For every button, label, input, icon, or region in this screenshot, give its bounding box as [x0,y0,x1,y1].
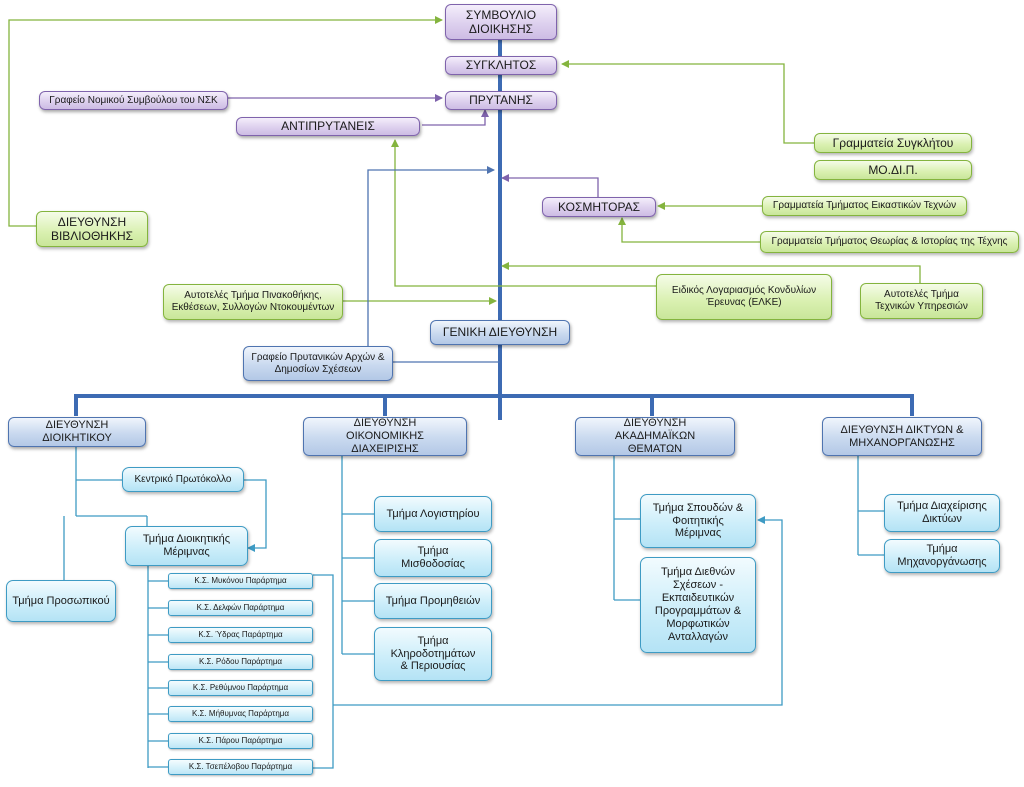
branch-item[interactable]: Κ.Σ. Ύδρας Παράρτημα [168,627,313,643]
branch-item[interactable]: Κ.Σ. Μυκόνου Παράρτημα [168,573,313,589]
library-directorate-node[interactable]: ΔΙΕΥΘΥΝΣΗ ΒΙΒΛΙΟΘΗΚΗΣ [36,211,148,247]
technical-services-node[interactable]: Αυτοτελές Τμήμα Τεχνικών Υπηρεσιών [860,283,983,319]
branch-item[interactable]: Κ.Σ. Ρεθύμνου Παράρτημα [168,680,313,696]
legal-office-node[interactable]: Γραφείο Νομικού Συμβούλου του ΝΣΚ [39,91,228,110]
central-protocol-node[interactable]: Κεντρικό Πρωτόκολλο [122,467,244,492]
administrative-directorate-node[interactable]: ΔΙΕΥΘΥΝΣΗ ΔΙΟΙΚΗΤΙΚΟΥ [8,417,146,447]
elke-node[interactable]: Ειδικός Λογαριασμός Κονδυλίων Έρευνας (Ε… [656,274,832,320]
cyan-connectors [63,447,884,769]
mechanization-node[interactable]: Τμήμα Μηχανοργάνωσης [884,539,1000,573]
board-node[interactable]: ΣΥΜΒΟΥΛΙΟ ΔΙΟΙΚΗΣΗΣ [445,4,557,40]
branch-item[interactable]: Κ.Σ. Δελφών Παράρτημα [168,600,313,616]
international-relations-node[interactable]: Τμήμα Διεθνών Σχέσεων - Εκπαιδευτικών Πρ… [640,557,756,653]
purple-connectors [228,94,599,197]
procurement-node[interactable]: Τμήμα Προμηθειών [374,583,492,619]
art-theory-secretariat-node[interactable]: Γραμματεία Τμήματος Θεωρίας & Ιστορίας τ… [760,231,1019,253]
administrative-care-node[interactable]: Τμήμα Διοικητικής Μέριμνας [125,526,248,566]
bequests-node[interactable]: Τμήμα Κληροδοτημάτων & Περιουσίας [374,627,492,681]
branch-item[interactable]: Κ.Σ. Τσεπέλοβου Παράρτημα [168,759,313,775]
general-directorate-node[interactable]: ΓΕΝΙΚΗ ΔΙΕΥΘΥΝΣΗ [430,320,570,345]
studies-care-node[interactable]: Τμήμα Σπουδών & Φοιτητικής Μέριμνας [640,494,756,548]
vice-rectors-node[interactable]: ΑΝΤΙΠΡΥΤΑΝΕΙΣ [236,117,420,136]
networks-directorate-node[interactable]: ΔΙΕΥΘΥΝΣΗ ΔΙΚΤΥΩΝ & ΜΗΧΑΝΟΡΓΑΝΩΣΗΣ [822,417,982,456]
blue-connectors [367,166,500,363]
personnel-node[interactable]: Τμήμα Προσωπικού [6,580,116,622]
senate-secretariat-node[interactable]: Γραμματεία Συγκλήτου [814,133,972,153]
branch-item[interactable]: Κ.Σ. Μήθυμνας Παράρτημα [168,706,313,722]
payroll-node[interactable]: Τμήμα Μισθοδοσίας [374,539,492,577]
rector-node[interactable]: ΠΡΥΤΑΝΗΣ [445,91,557,110]
gallery-unit-node[interactable]: Αυτοτελές Τμήμα Πινακοθήκης, Εκθέσεων, Σ… [163,284,343,320]
pr-office-node[interactable]: Γραφείο Πρυτανικών Αρχών & Δημοσίων Σχέσ… [243,346,393,381]
dean-node[interactable]: ΚΟΣΜΗΤΟΡΑΣ [542,197,656,217]
academic-directorate-node[interactable]: ΔΙΕΥΘΥΝΣΗ ΑΚΑΔΗΜΑΪΚΩΝ ΘΕΜΑΤΩΝ [575,417,735,456]
branch-item[interactable]: Κ.Σ. Ρόδου Παράρτημα [168,654,313,670]
branch-item[interactable]: Κ.Σ. Πάρου Παράρτημα [168,733,313,749]
fine-arts-secretariat-node[interactable]: Γραμματεία Τμήματος Εικαστικών Τεχνών [762,196,967,216]
network-admin-node[interactable]: Τμήμα Διαχείρισης Δικτύων [884,494,1000,532]
green-connectors [8,16,921,305]
financial-directorate-node[interactable]: ΔΙΕΥΘΥΝΣΗ ΟΙΚΟΝΟΜΙΚΗΣ ΔΙΑΧΕΙΡΙΣΗΣ [303,417,467,456]
modip-node[interactable]: ΜΟ.ΔΙ.Π. [814,160,972,180]
senate-node[interactable]: ΣΥΓΚΛΗΤΟΣ [445,56,557,75]
accounting-node[interactable]: Τμήμα Λογιστηρίου [374,496,492,532]
